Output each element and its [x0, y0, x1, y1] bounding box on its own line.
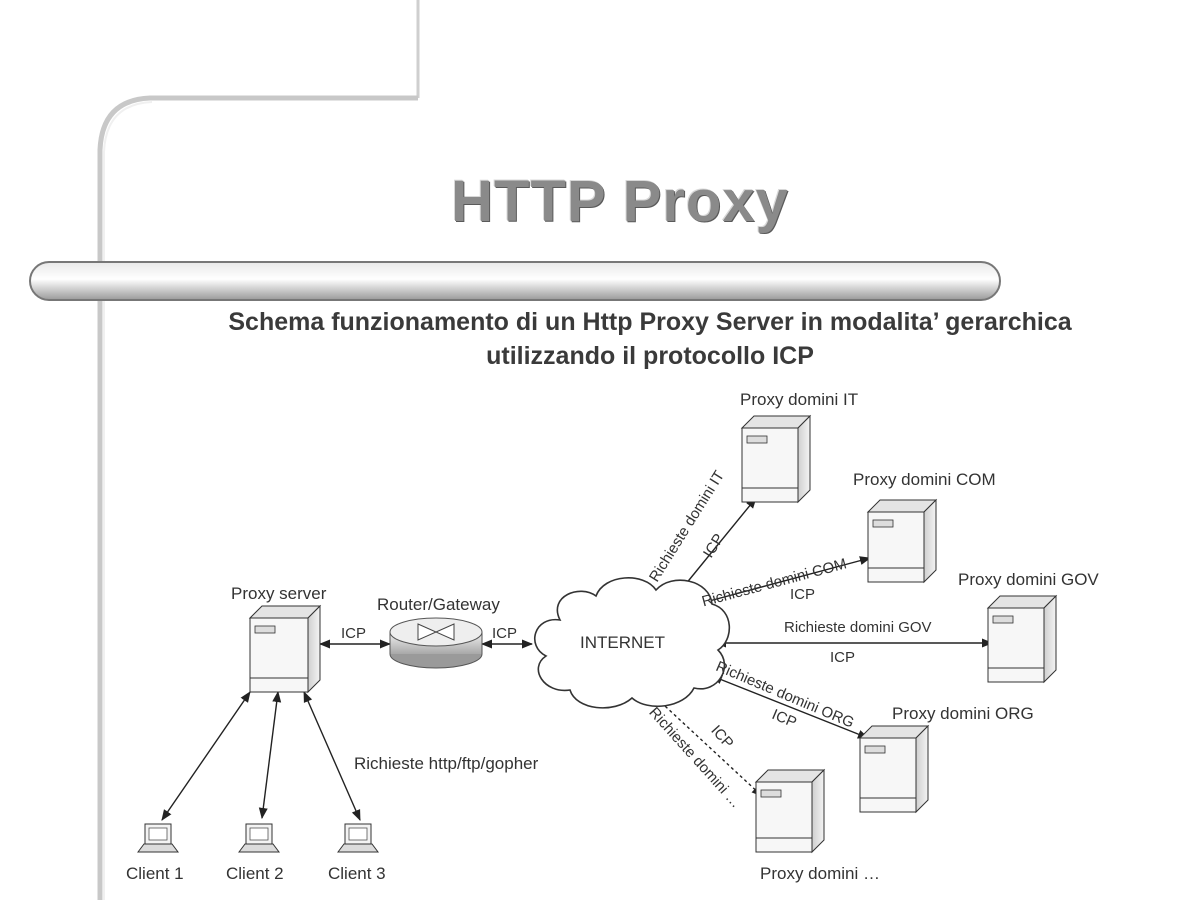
client1-laptop-icon: [137, 823, 179, 853]
link-client2: [258, 690, 282, 820]
proxy-it-tower: [740, 414, 812, 504]
req-gov-label: Richieste domini GOV: [784, 619, 932, 636]
link-client3: [303, 690, 361, 822]
client3-label: Client 3: [328, 864, 386, 883]
proxy-gov-tower: [986, 594, 1058, 684]
proxy-server-label: Proxy server: [231, 584, 327, 603]
diagram-subtitle-line2: utilizzando il protocollo ICP: [486, 342, 814, 370]
icp-label-gov: ICP: [830, 649, 856, 666]
slide-frame: [0, 0, 420, 900]
proxy-com-tower: [866, 498, 938, 584]
proxy-other-label: Proxy domini …: [760, 864, 880, 883]
router-label: Router/Gateway: [377, 595, 500, 614]
proxy-gov-label: Proxy domini GOV: [958, 570, 1099, 589]
link-com: [696, 556, 872, 606]
title-bar: [29, 261, 1001, 301]
link-it: [675, 497, 757, 597]
proxy-com-label: Proxy domini COM: [853, 470, 996, 489]
link-other: [651, 693, 763, 797]
proxy-org-tower: [858, 724, 930, 814]
link-org: [710, 675, 870, 739]
diagram-subtitle-line1: Schema funzionamento di un Http Proxy Se…: [228, 308, 1072, 336]
icp-label-router-internet: ICP: [492, 625, 518, 642]
proxy-other-tower: [754, 768, 826, 854]
icp-label-proxy-router: ICP: [341, 625, 367, 642]
internet-cloud: [534, 577, 731, 709]
client3-laptop-icon: [337, 823, 379, 853]
proxy-it-label: Proxy domini IT: [740, 390, 859, 409]
client-requests-label: Richieste http/ftp/gopher: [354, 754, 539, 773]
slide-title: HTTP Proxy: [451, 169, 789, 234]
client2-laptop-icon: [238, 823, 280, 853]
router-icon: [389, 617, 483, 669]
link-client1: [161, 691, 251, 821]
client1-label: Client 1: [126, 864, 184, 883]
icp-label-com: ICP: [790, 586, 816, 603]
proxy-server-tower: [248, 604, 322, 694]
proxy-org-label: Proxy domini ORG: [892, 704, 1034, 723]
client2-label: Client 2: [226, 864, 284, 883]
connections: [161, 497, 994, 822]
internet-label: INTERNET: [580, 633, 665, 652]
